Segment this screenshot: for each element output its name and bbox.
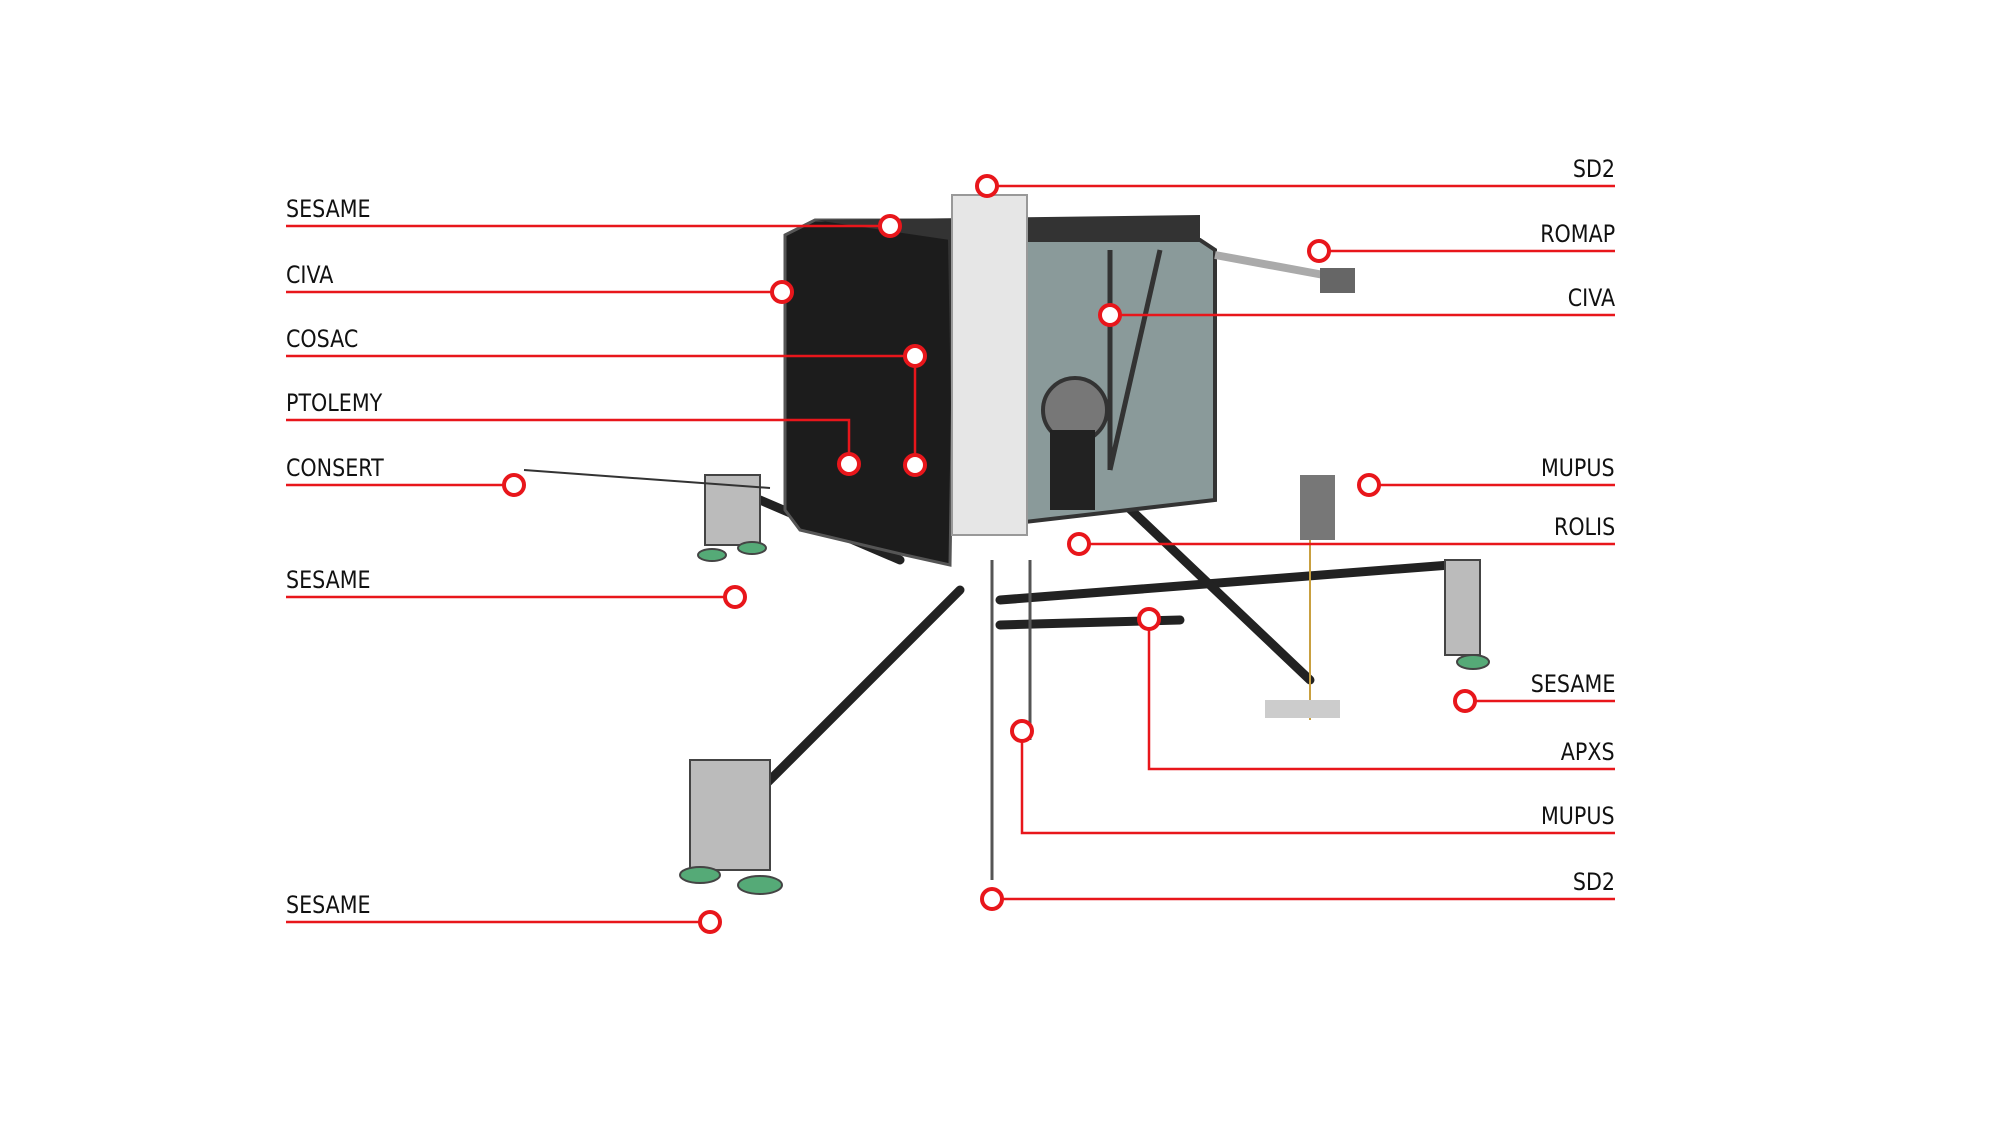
label-sd2-top: SD2 [1572,155,1615,183]
label-civa-left: CIVA [286,261,334,289]
consert-antenna [523,469,771,489]
marker [1010,719,1034,743]
marker [723,585,747,609]
marker [1137,607,1161,631]
lander-body [783,194,1355,880]
marker [837,452,861,476]
marker [903,453,927,477]
label-sesame-top: SESAME [286,195,371,223]
label-romap: ROMAP [1540,220,1615,248]
marker [878,214,902,238]
label-sd2-bottom: SD2 [1572,868,1615,896]
marker [770,280,794,304]
callout-markers [502,174,1477,934]
marker [975,174,999,198]
marker [698,910,722,934]
lander-feet [679,474,1490,895]
label-sesame-mid: SESAME [286,566,371,594]
label-mupus-top: MUPUS [1541,454,1615,482]
callout-lines [286,184,1615,924]
marker [1357,473,1381,497]
marker [903,344,927,368]
label-sesame-bottom: SESAME [286,891,371,919]
label-mupus-bottom: MUPUS [1541,802,1615,830]
marker [1098,303,1122,327]
label-consert: CONSERT [286,454,384,482]
marker [1307,239,1331,263]
marker [502,473,526,497]
label-civa-right: CIVA [1567,284,1615,312]
label-apxs: APXS [1561,738,1615,766]
label-cosac: COSAC [286,325,359,353]
label-ptolemy: PTOLEMY [286,389,383,417]
marker [1453,689,1477,713]
label-sesame-right: SESAME [1530,670,1615,698]
marker [1067,532,1091,556]
marker [980,887,1004,911]
label-rolis: ROLIS [1553,513,1615,541]
